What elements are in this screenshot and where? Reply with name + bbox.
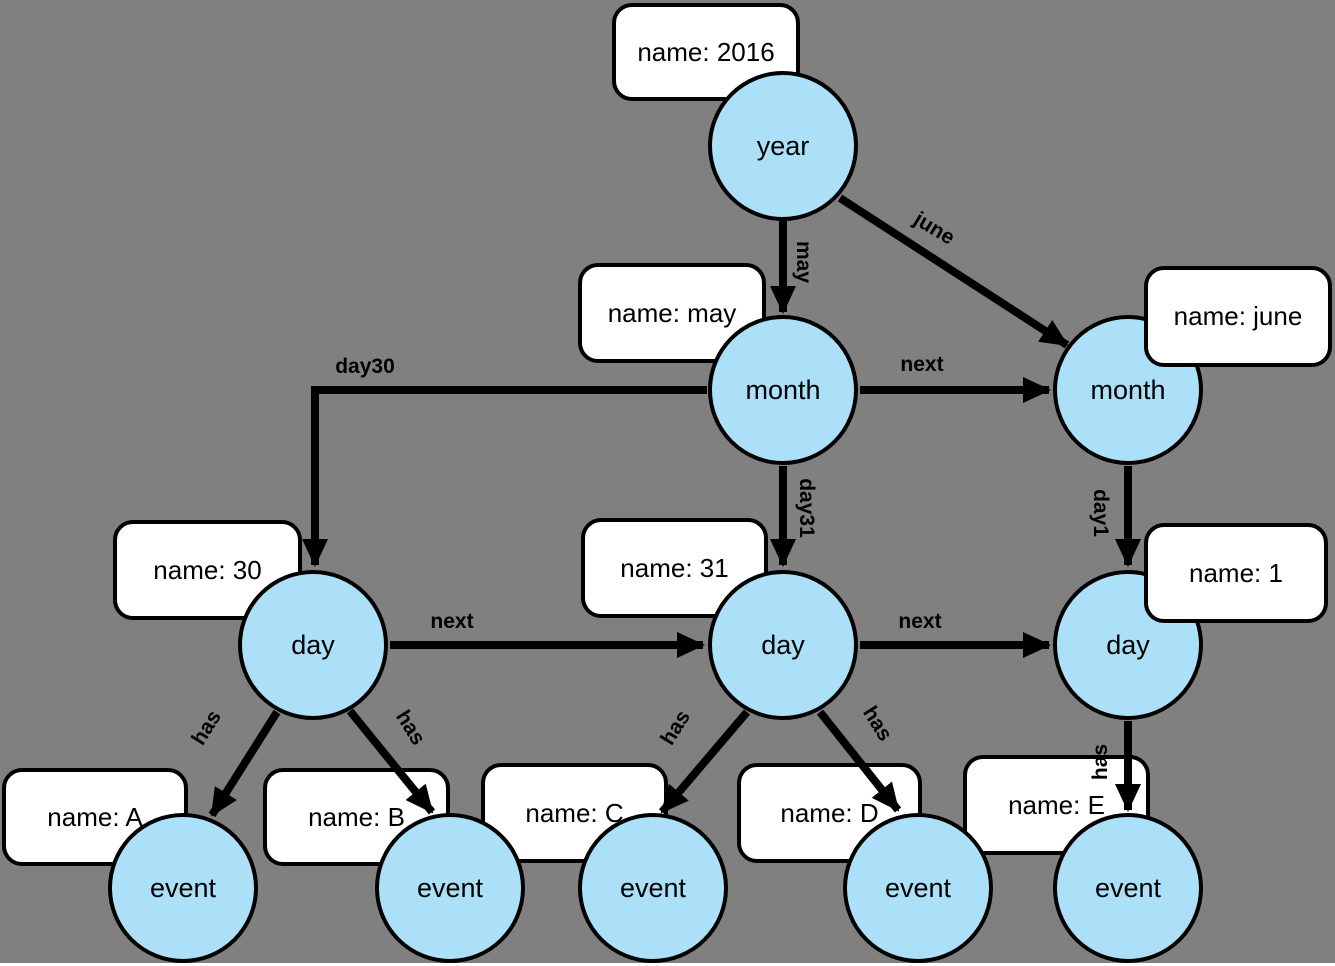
edge-year-june <box>837 194 1070 349</box>
node-label: event <box>416 872 484 903</box>
property-box-label: name: june <box>1173 301 1303 331</box>
node-label: event <box>1094 872 1162 903</box>
node-label: month <box>745 374 821 405</box>
node-label: event <box>149 872 217 903</box>
node-label: month <box>1090 374 1166 405</box>
node-month-may: month <box>708 315 858 465</box>
property-box-label: name: may <box>607 297 737 328</box>
property-box-label: name: 31 <box>620 552 729 583</box>
node-label: day <box>291 629 335 660</box>
node-year: year <box>708 71 858 221</box>
property-box-label: name: D <box>780 797 879 828</box>
node-event-b: event <box>375 813 525 963</box>
edge-label-year-june: june <box>909 207 959 250</box>
edge-label-day30-has-b: has <box>391 706 430 750</box>
edge-label-day31-next: next <box>898 610 942 633</box>
edge-label-day30-next: next <box>430 610 474 633</box>
property-box-prop-1: name: 1 <box>1144 523 1328 623</box>
node-event-d: event <box>843 813 993 963</box>
property-box-label: name: 30 <box>153 554 262 585</box>
edge-label-day31-has-c: has <box>656 706 695 750</box>
property-box-label: name: C <box>525 797 624 828</box>
node-day-30: day <box>238 570 388 720</box>
property-box-prop-june: name: june <box>1144 266 1332 367</box>
property-box-label: name: E <box>1008 789 1105 820</box>
property-box-label: name: A <box>47 801 143 832</box>
edge-label-year-may: may <box>792 240 815 284</box>
node-event-e: event <box>1053 813 1203 963</box>
node-label: event <box>619 872 687 903</box>
node-event-a: event <box>108 813 258 963</box>
edge-label-month-next: next <box>900 353 944 376</box>
node-label: day <box>761 629 805 660</box>
node-label: year <box>756 130 810 161</box>
node-day-31: day <box>708 570 858 720</box>
edge-label-may-day30: day30 <box>335 355 395 378</box>
property-box-label: name: 2016 <box>637 36 775 67</box>
bottom-white-strip <box>0 963 1335 966</box>
edge-label-day30-has-a: has <box>187 706 226 750</box>
node-label: event <box>884 872 952 903</box>
edge-label-day31-has-d: has <box>858 702 897 746</box>
node-label: day <box>1106 629 1150 660</box>
property-box-label: name: 1 <box>1189 557 1283 588</box>
property-box-label: name: B <box>308 801 405 832</box>
edge-label-may-day31: day31 <box>795 478 818 538</box>
edge-label-june-day1: day1 <box>1089 489 1112 537</box>
edge-label-day1-has-e: has <box>1089 743 1112 781</box>
node-event-c: event <box>578 813 728 963</box>
